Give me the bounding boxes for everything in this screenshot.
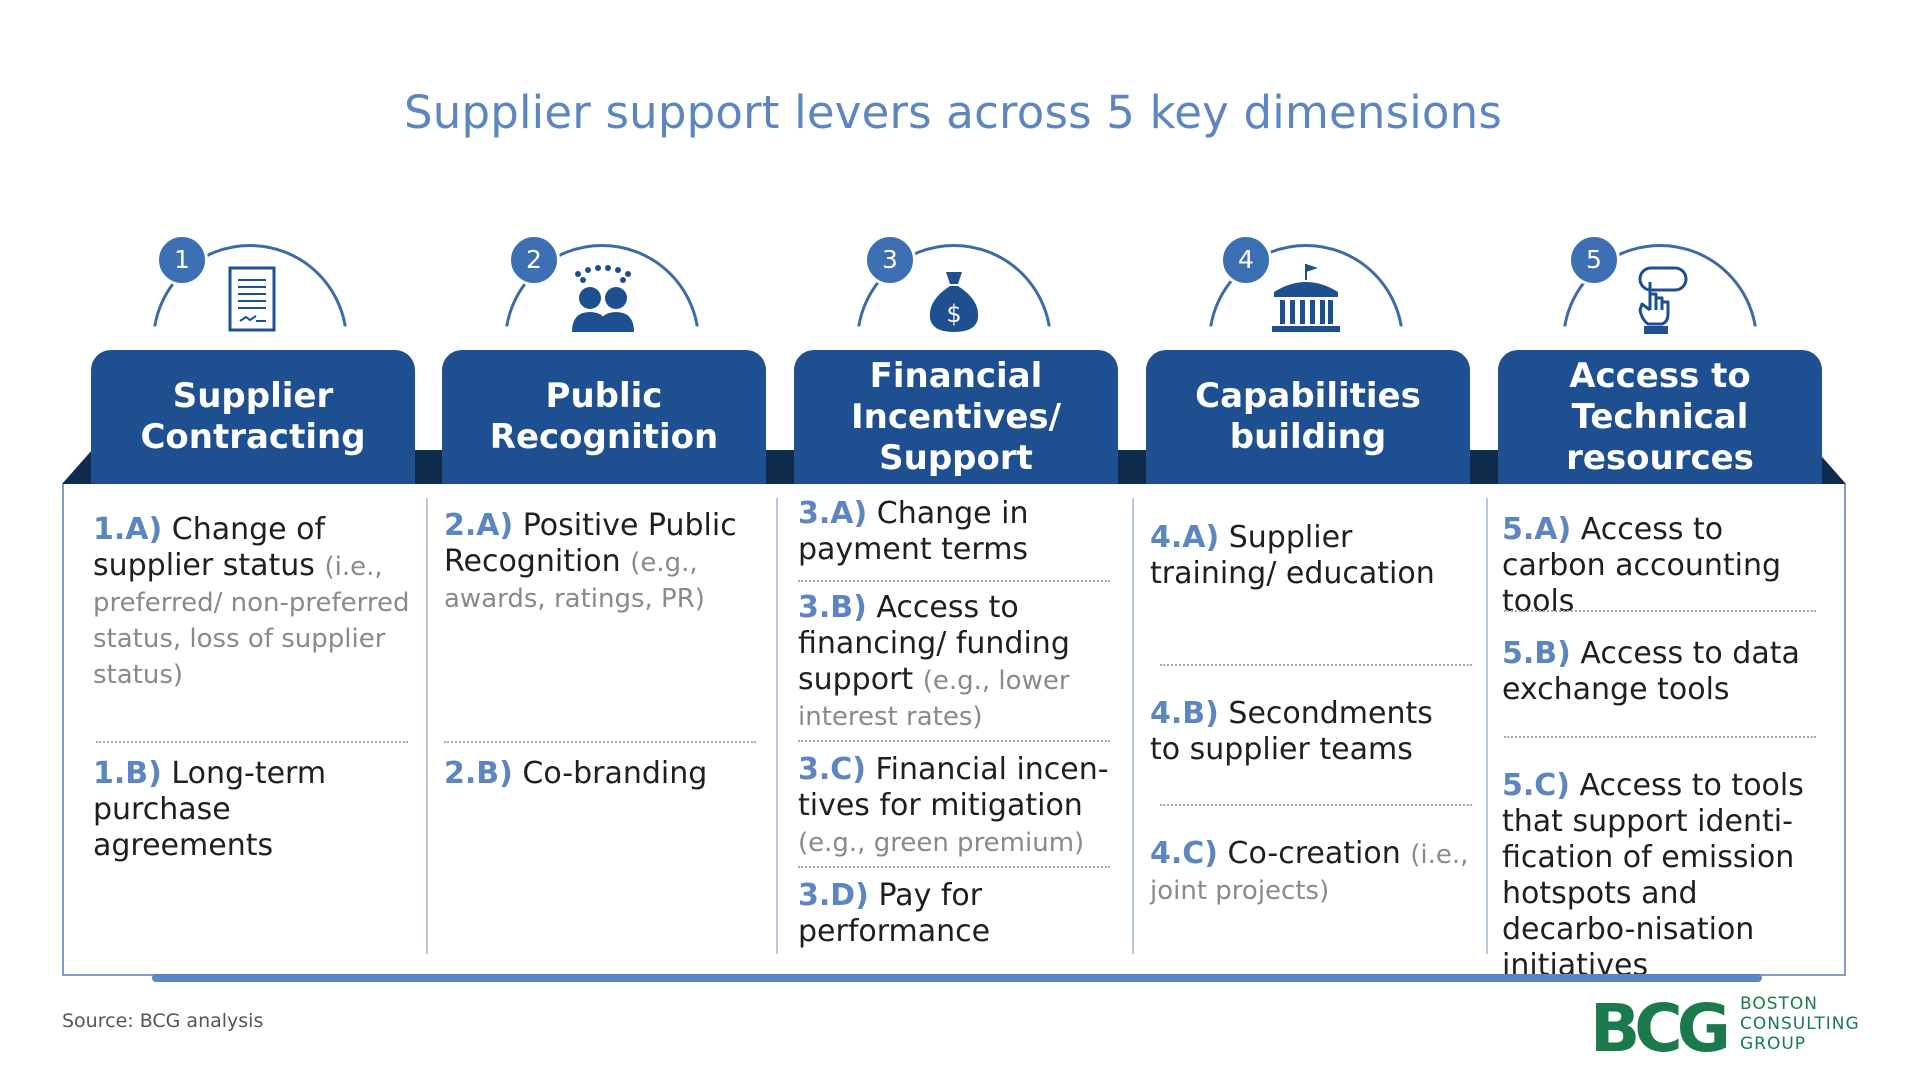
svg-text:$: $ [946, 300, 961, 328]
column-header-1: Supplier Contracting [91, 350, 415, 484]
column-divider [776, 498, 778, 954]
institution-icon [1272, 264, 1340, 332]
source-note: Source: BCG analysis [62, 1010, 264, 1032]
lever-3a: 3.A) Change in payment terms [798, 496, 1029, 567]
bcg-logo-mark: BCG [1590, 990, 1731, 1067]
lever-3d: 3.D) Pay for performance [798, 878, 991, 949]
lever-2a: 2.A) Positive Public Recognition (e.g., … [444, 508, 737, 614]
column-divider [1132, 498, 1134, 954]
separator [444, 741, 756, 743]
column-header-2: Public Recognition [442, 350, 766, 484]
bcg-logo-text: BOSTON CONSULTING GROUP [1740, 994, 1860, 1054]
lever-4b: 4.B) Secondments to supplier teams [1150, 696, 1433, 767]
separator [798, 866, 1110, 868]
lever-5c: 5.C) Access to tools that support identi… [1502, 768, 1804, 983]
separator [1504, 610, 1816, 612]
lever-5a: 5.A) Access to carbon accounting tools [1502, 512, 1782, 619]
lever-2b: 2.B) Co-branding [444, 756, 708, 791]
separator [1160, 664, 1472, 666]
pointer-hand-icon [1638, 266, 1688, 334]
lever-1b: 1.B) Long-term purchase agreements [93, 756, 327, 863]
separator [1504, 736, 1816, 738]
column-header-4: Capabilities building [1146, 350, 1470, 484]
shadow-corner-left [62, 450, 92, 484]
column-divider [1486, 498, 1488, 954]
money-bag-icon: $ [929, 272, 979, 332]
separator [798, 580, 1110, 582]
lever-4c: 4.C) Co-creation (i.e., joint projects) [1150, 836, 1469, 906]
separator [798, 740, 1110, 742]
column-header-3: Financial Incentives/ Support [794, 350, 1118, 484]
column-header-5: Access to Technical resources [1498, 350, 1822, 484]
step-badge-4: 4 [1220, 234, 1272, 286]
step-badge-2: 2 [508, 234, 560, 286]
lever-3c: 3.C) Financial incen-tives for mitigatio… [798, 752, 1109, 858]
separator [1160, 804, 1472, 806]
document-icon [228, 266, 276, 332]
lever-3b: 3.B) Access to financing/ funding suppor… [798, 590, 1070, 732]
people-icon [572, 265, 634, 332]
page-title: Supplier support levers across 5 key dim… [403, 86, 1503, 139]
step-badge-1: 1 [156, 234, 208, 286]
step-badge-3: 3 [864, 234, 916, 286]
column-divider [426, 498, 428, 954]
lever-1a: 1.A) Change of supplier status (i.e., pr… [93, 512, 410, 690]
step-badge-5: 5 [1568, 234, 1620, 286]
bottom-accent-bar [152, 974, 1762, 982]
lever-4a: 4.A) Supplier training/ education [1150, 520, 1435, 591]
separator [96, 741, 408, 743]
lever-5b: 5.B) Access to data exchange tools [1502, 636, 1800, 707]
